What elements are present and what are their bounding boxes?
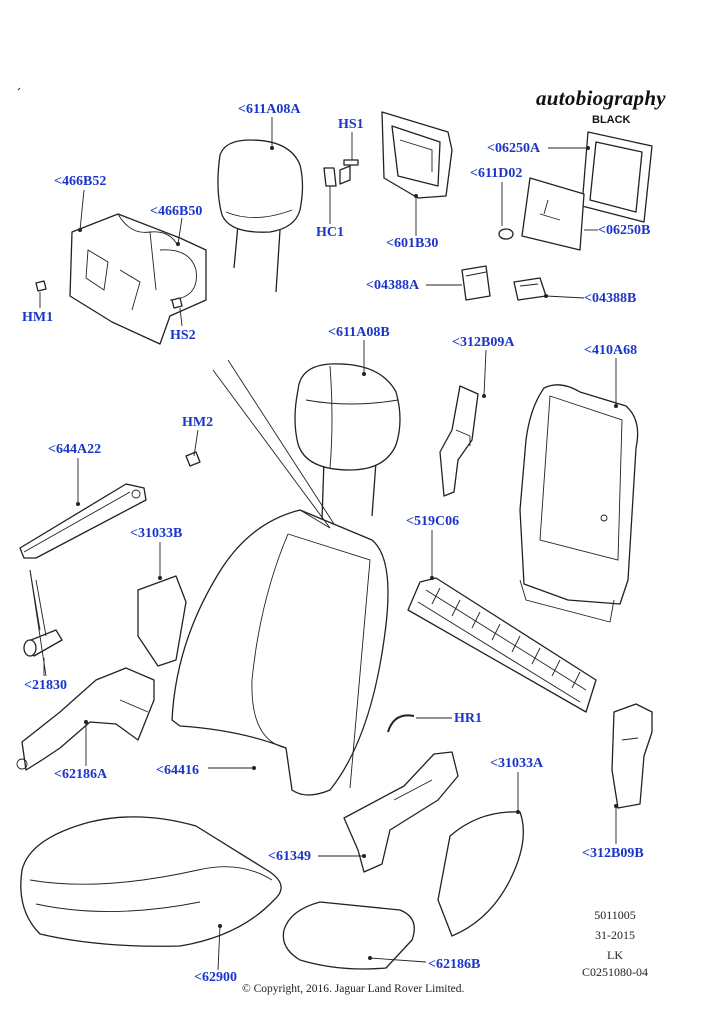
seat-cushion-62900 bbox=[20, 816, 282, 947]
brand-trim: BLACK bbox=[592, 114, 631, 126]
label-466b52[interactable]: <466B52 bbox=[54, 174, 107, 189]
headrest-guide-hs1 bbox=[323, 159, 359, 187]
seat-back-64416 bbox=[171, 509, 389, 796]
label-601b30[interactable]: <601B30 bbox=[386, 236, 439, 251]
label-hs2[interactable]: HS2 bbox=[170, 328, 196, 343]
headrest-lower bbox=[294, 363, 401, 521]
clip-a bbox=[461, 265, 491, 301]
armrest-644a22 bbox=[19, 483, 147, 559]
bracket-61349 bbox=[343, 751, 459, 873]
label-611d02[interactable]: <611D02 bbox=[470, 166, 523, 181]
label-04388a[interactable]: <04388A bbox=[366, 278, 420, 293]
label-21830[interactable]: <21830 bbox=[24, 678, 67, 693]
hook-hr1 bbox=[387, 714, 415, 733]
brand-title: autobiography bbox=[536, 86, 666, 110]
label-04388b[interactable]: <04388B bbox=[584, 291, 637, 306]
label-61349[interactable]: <61349 bbox=[268, 849, 311, 864]
label-hr1[interactable]: HR1 bbox=[454, 711, 482, 726]
copyright-notice: © Copyright, 2016. Jaguar Land Rover Lim… bbox=[242, 983, 465, 995]
reference-line-1: 5011005 bbox=[594, 908, 636, 922]
trim-frame bbox=[581, 131, 653, 223]
bracket-312b09b bbox=[611, 703, 653, 809]
label-312b09a[interactable]: <312B09A bbox=[452, 335, 515, 350]
bezel-frame bbox=[381, 111, 453, 199]
label-410a68[interactable]: <410A68 bbox=[584, 343, 638, 358]
label-611a08b[interactable]: <611A08B bbox=[328, 325, 390, 340]
label-31033a[interactable]: <31033A bbox=[490, 756, 544, 771]
label-hc1[interactable]: HC1 bbox=[316, 225, 344, 240]
headrest-upper bbox=[217, 139, 304, 293]
bracket-312b09a bbox=[439, 385, 479, 497]
label-hm1[interactable]: HM1 bbox=[22, 310, 54, 325]
cover-62186b bbox=[282, 901, 415, 970]
label-611a08a[interactable]: <611A08A bbox=[238, 102, 301, 117]
shield-31033a bbox=[437, 811, 524, 937]
label-519c06[interactable]: <519C06 bbox=[406, 514, 460, 529]
leader-lines bbox=[29, 117, 617, 971]
rear-back-panel bbox=[35, 213, 207, 345]
label-hs1[interactable]: HS1 bbox=[338, 117, 364, 132]
trim-panel bbox=[498, 177, 585, 251]
label-06250a[interactable]: <06250A bbox=[487, 141, 541, 156]
label-hm2[interactable]: HM2 bbox=[182, 415, 214, 430]
adjuster-knob bbox=[23, 629, 63, 657]
seat-back-cover bbox=[519, 384, 639, 623]
reference-line-3: LK bbox=[607, 948, 623, 962]
label-06250b[interactable]: <06250B bbox=[598, 223, 651, 238]
corner-mark bbox=[17, 87, 21, 91]
guide-lines bbox=[212, 359, 335, 529]
leader-dots bbox=[76, 146, 618, 960]
label-62900[interactable]: <62900 bbox=[194, 970, 237, 985]
label-466b50[interactable]: <466B50 bbox=[150, 204, 203, 219]
label-64416[interactable]: <64416 bbox=[156, 763, 199, 778]
clip-b bbox=[513, 277, 547, 301]
reference-line-4: C0251080-04 bbox=[582, 965, 648, 979]
label-62186b[interactable]: <62186B bbox=[428, 957, 481, 972]
recliner-62186a bbox=[16, 667, 155, 771]
label-644a22[interactable]: <644A22 bbox=[48, 442, 102, 457]
mesh-panel bbox=[407, 577, 597, 713]
reference-line-2: 31-2015 bbox=[595, 928, 635, 942]
label-31033b[interactable]: <31033B bbox=[130, 526, 183, 541]
label-312b09b[interactable]: <312B09B bbox=[582, 846, 644, 861]
bolt-hm2 bbox=[185, 451, 201, 467]
shield-31033b bbox=[137, 575, 187, 667]
label-62186a[interactable]: <62186A bbox=[54, 767, 108, 782]
